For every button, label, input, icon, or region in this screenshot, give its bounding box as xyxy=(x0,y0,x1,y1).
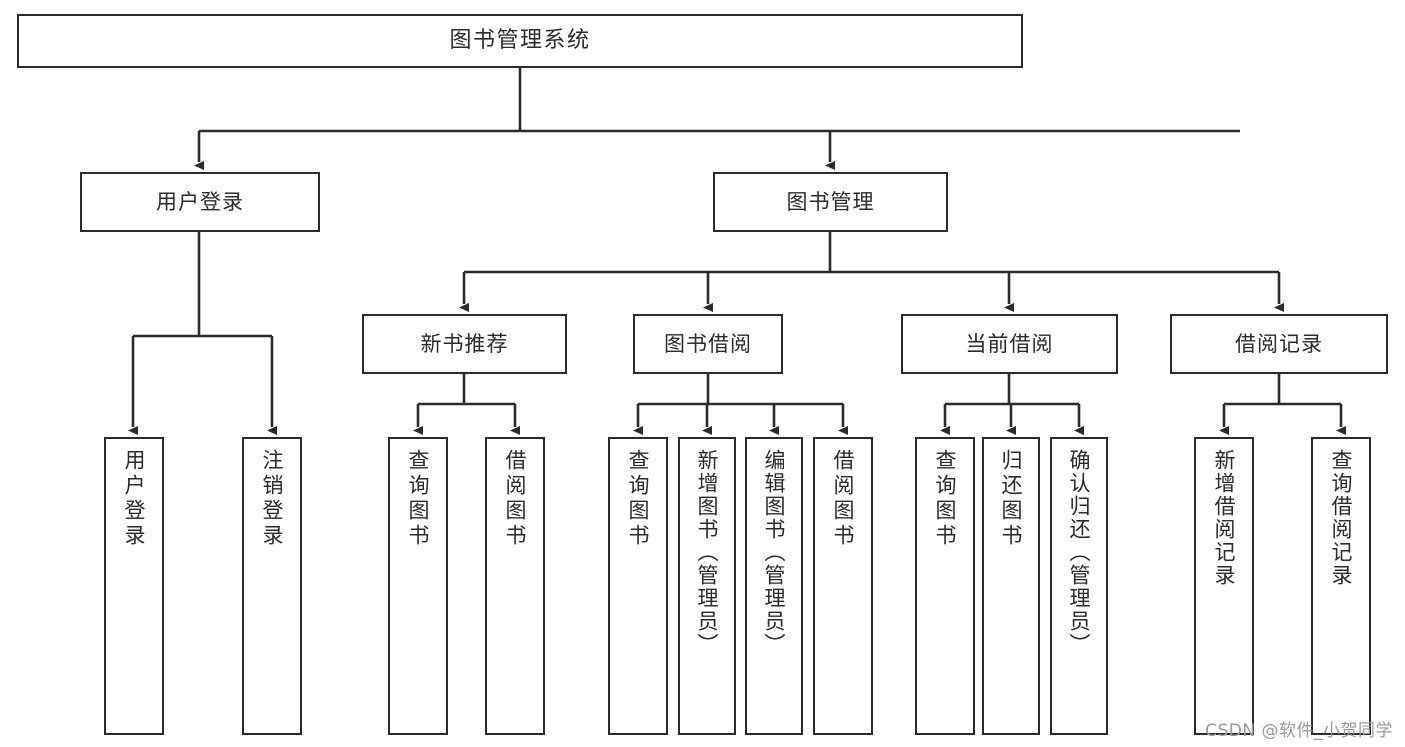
node-label: 借阅图书 xyxy=(831,449,856,549)
node-label: 新增借阅记录 xyxy=(1212,449,1237,587)
csdn-watermark: CSDN @软件_小贺同学 xyxy=(1205,721,1393,741)
node-label: 查询图书 xyxy=(933,449,958,549)
node-label: 用户登录 xyxy=(156,189,244,214)
node-book-management[interactable]: 图书管理 xyxy=(713,172,948,232)
node-label: 借阅图书 xyxy=(503,449,528,549)
node-label: 确认归还（管理员） xyxy=(1067,449,1092,656)
leaf-user-login-logout[interactable]: 注销登录 xyxy=(242,437,302,735)
leaf-current-borrow-confirm-return-admin[interactable]: 确认归还（管理员） xyxy=(1050,437,1108,735)
leaf-book-borrow-edit-book-admin[interactable]: 编辑图书（管理员） xyxy=(745,437,803,735)
leaf-borrow-record-query-record[interactable]: 查询借阅记录 xyxy=(1311,437,1371,735)
leaf-book-borrow-query-book[interactable]: 查询图书 xyxy=(608,437,668,735)
leaf-current-borrow-return-book[interactable]: 归还图书 xyxy=(982,437,1040,735)
node-label: 当前借阅 xyxy=(965,331,1054,356)
node-user-login[interactable]: 用户登录 xyxy=(80,172,320,232)
leaf-new-book-borrow-book[interactable]: 借阅图书 xyxy=(485,437,545,735)
node-root-book-management-system[interactable]: 图书管理系统 xyxy=(17,14,1023,68)
node-label: 注销登录 xyxy=(260,449,285,549)
leaf-book-borrow-borrow-book[interactable]: 借阅图书 xyxy=(813,437,873,735)
node-label: 图书管理系统 xyxy=(449,28,591,54)
node-label: 查询借阅记录 xyxy=(1329,449,1354,587)
node-label: 图书借阅 xyxy=(664,331,752,356)
leaf-new-book-query-book[interactable]: 查询图书 xyxy=(388,437,448,735)
leaf-borrow-record-add-record[interactable]: 新增借阅记录 xyxy=(1194,437,1254,735)
node-book-borrowing[interactable]: 图书借阅 xyxy=(633,314,783,374)
node-label: 新增图书（管理员） xyxy=(695,449,720,656)
node-label: 新书推荐 xyxy=(420,331,509,356)
node-label: 用户登录 xyxy=(122,449,147,549)
node-label: 图书管理 xyxy=(786,189,875,214)
node-label: 查询图书 xyxy=(626,449,651,549)
node-new-book-recommendation[interactable]: 新书推荐 xyxy=(362,314,567,374)
leaf-user-login-login[interactable]: 用户登录 xyxy=(104,437,164,735)
leaf-current-borrow-query-book[interactable]: 查询图书 xyxy=(915,437,975,735)
node-label: 查询图书 xyxy=(406,449,431,549)
leaf-book-borrow-add-book-admin[interactable]: 新增图书（管理员） xyxy=(678,437,736,735)
node-current-borrowing[interactable]: 当前借阅 xyxy=(901,314,1118,374)
node-label: 编辑图书（管理员） xyxy=(762,449,787,656)
node-borrowing-record[interactable]: 借阅记录 xyxy=(1170,314,1388,374)
node-label: 借阅记录 xyxy=(1235,331,1323,356)
node-label: 归还图书 xyxy=(999,449,1024,549)
